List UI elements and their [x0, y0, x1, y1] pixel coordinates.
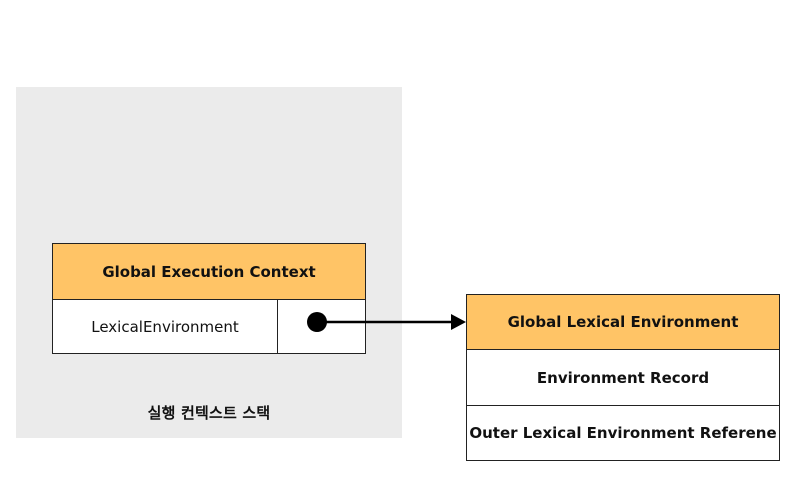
outer-environment-reference-cell: Outer Lexical Environment Referene: [466, 405, 780, 461]
global-execution-context-title: Global Execution Context: [102, 262, 316, 281]
execution-context-stack-caption: 실행 컨텍스트 스택: [147, 404, 271, 422]
global-execution-context-header: Global Execution Context: [52, 243, 366, 300]
environment-record-label: Environment Record: [536, 368, 710, 387]
outer-environment-reference-label: Outer Lexical Environment Referene: [469, 424, 777, 442]
reference-arrow-head: [451, 314, 466, 330]
lexical-environment-label: LexicalEnvironment: [91, 317, 239, 336]
global-lexical-environment-header: Global Lexical Environment: [466, 294, 780, 350]
environment-record-cell: Environment Record: [466, 349, 780, 406]
global-lexical-environment-title: Global Lexical Environment: [507, 313, 739, 331]
